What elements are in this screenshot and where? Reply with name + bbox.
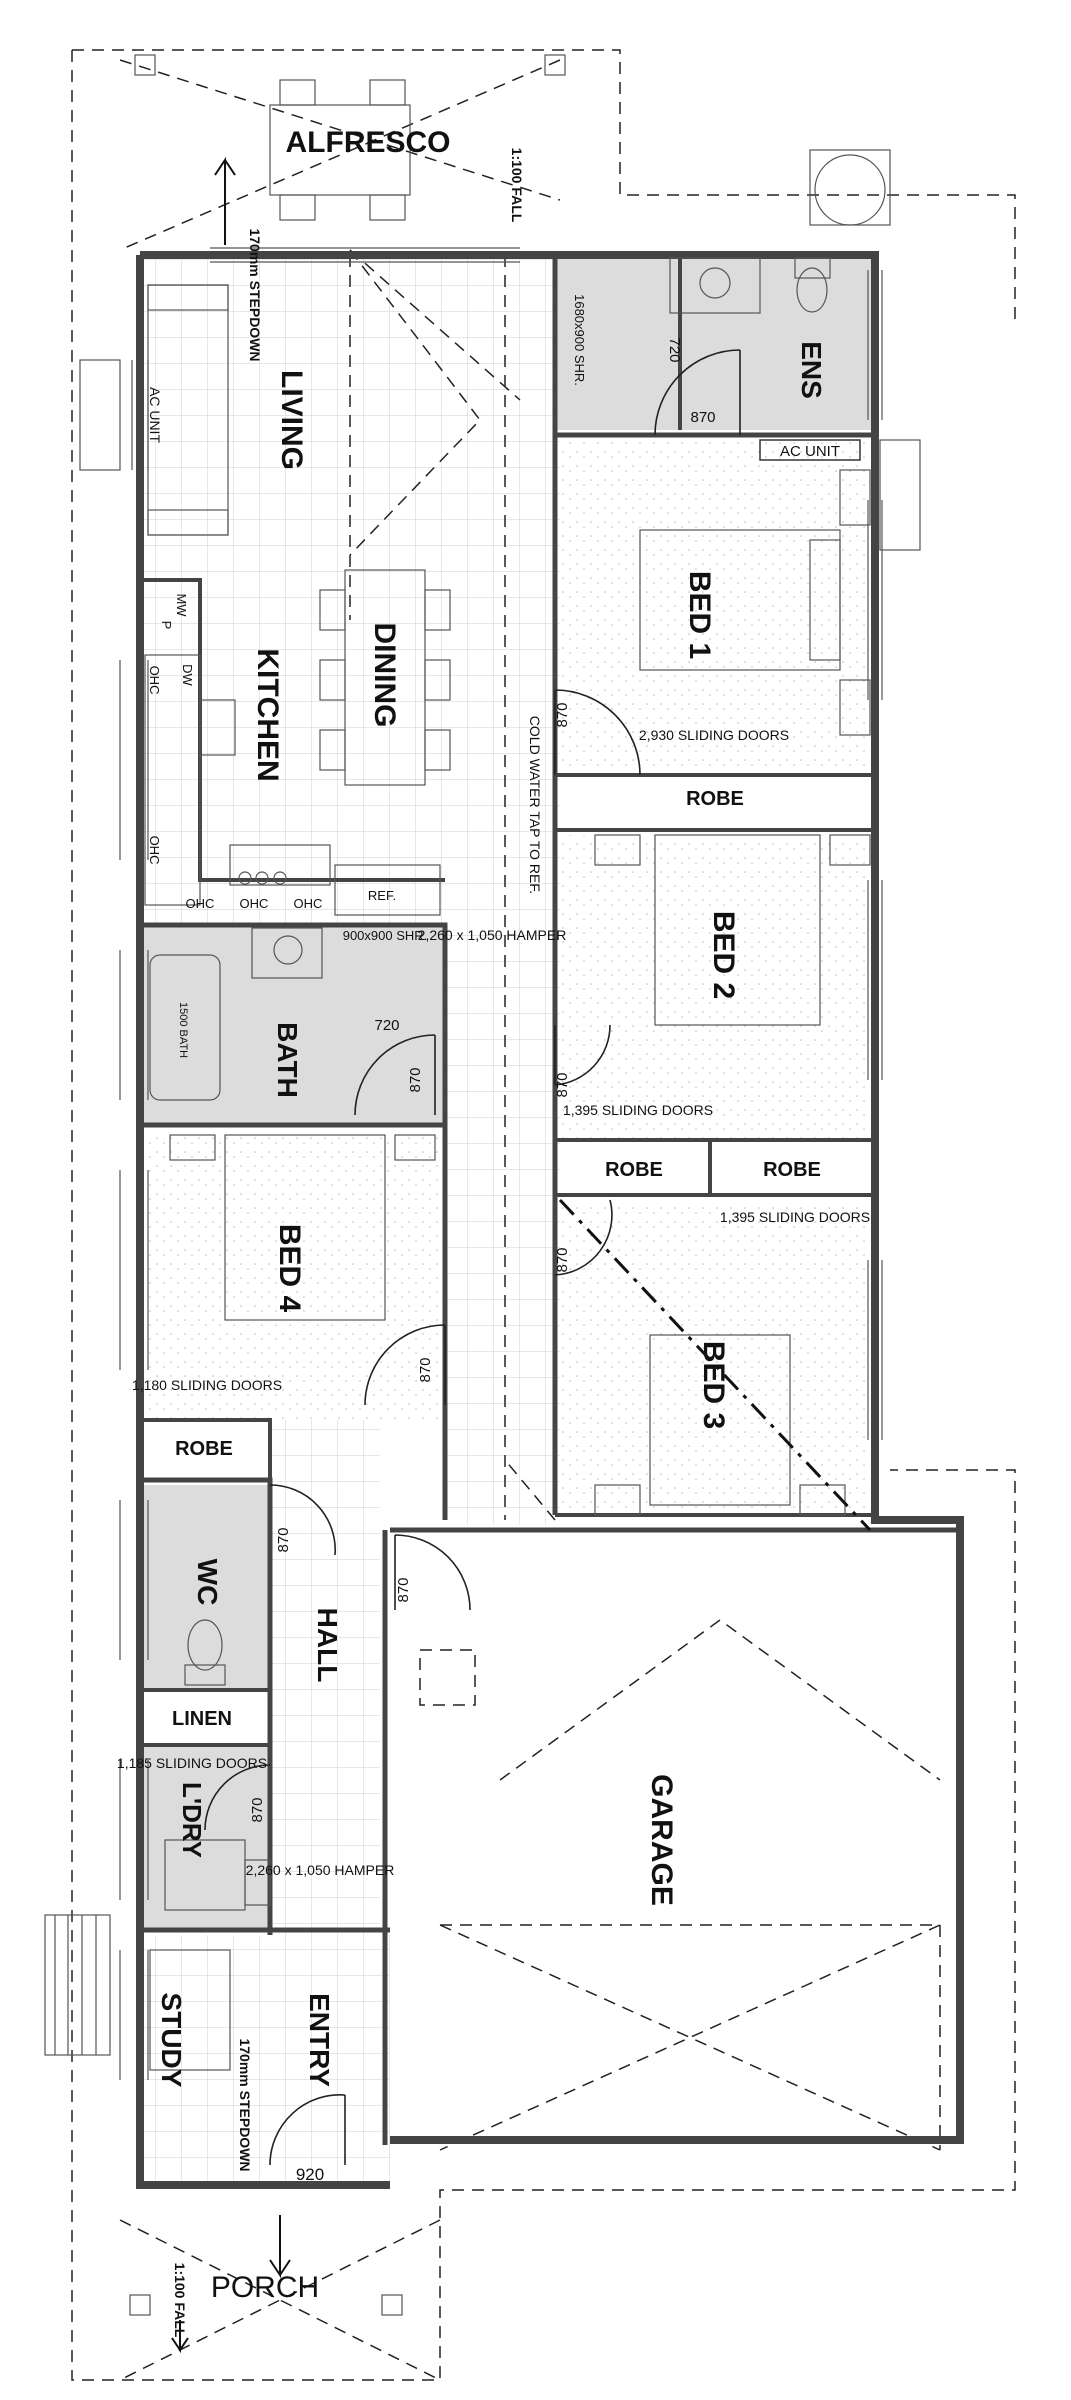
label-robe-bed2: ROBE	[605, 1159, 663, 1181]
dim-garage-door: 870	[395, 1577, 412, 1602]
dim-bed2-door: 870	[554, 1072, 571, 1097]
note-shr-bath: 900x900 SHR.	[343, 928, 428, 943]
windows	[44, 149, 921, 2080]
note-ref: REF.	[368, 888, 396, 903]
label-bath: BATH	[272, 1022, 303, 1098]
vanity	[251, 927, 323, 979]
label-living: LIVING	[275, 370, 308, 470]
label-hall: HALL	[312, 1608, 343, 1683]
wc-floor	[140, 1485, 270, 1690]
note-sliding-1185: 1,185 SLIDING DOORS	[117, 1755, 267, 1771]
note-ohc-5: OHC	[294, 896, 323, 911]
dim-bath-shower: 720	[374, 1017, 399, 1034]
entry-floor	[140, 1935, 390, 2185]
ens-toilet	[796, 267, 828, 313]
label-garage: GARAGE	[645, 1774, 678, 1906]
bathtub	[149, 954, 221, 1101]
fridge-space	[334, 864, 441, 916]
note-hamper-upper: 2,260 x 1,050 HAMPER	[418, 927, 567, 943]
note-bath-size: 1500 BATH	[177, 1002, 189, 1058]
note-ac-bed1: AC UNIT	[780, 443, 840, 460]
label-ldry: L'DRY	[177, 1782, 207, 1858]
ensuite-floor	[555, 255, 875, 430]
dim-bed3-door: 870	[554, 1247, 571, 1272]
bed2-floor	[560, 835, 870, 1140]
label-study: STUDY	[156, 1993, 187, 2088]
label-bed1: BED 1	[683, 571, 716, 659]
label-robe-bed3: ROBE	[763, 1159, 821, 1181]
bed3-floor	[560, 1200, 870, 1520]
note-ohc-1: OHC	[147, 666, 162, 695]
note-ohc-2: OHC	[147, 836, 162, 865]
label-entry: ENTRY	[304, 1993, 335, 2087]
doors	[204, 349, 741, 2166]
note-sliding-1180: 1,180 SLIDING DOORS	[132, 1377, 282, 1393]
furniture	[129, 54, 871, 2316]
bed4-floor	[140, 1130, 445, 1420]
bed1-floor	[560, 440, 870, 775]
label-bed3: BED 3	[697, 1341, 730, 1429]
wc-toilet	[187, 1619, 223, 1671]
laundry-floor	[140, 1745, 270, 1930]
label-wc: WC	[192, 1559, 223, 1606]
dim-bed4-door: 870	[417, 1357, 434, 1382]
note-ac-living: AC UNIT	[147, 387, 163, 443]
dim-bed1-door: 870	[554, 702, 571, 727]
label-ens: ENS	[796, 341, 827, 399]
dim-ens-shower: 720	[666, 337, 683, 362]
roof-outline	[71, 49, 1016, 2381]
dim-entry-door: 920	[296, 2165, 324, 2184]
dim-wc-door: 870	[275, 1527, 292, 1552]
note-mw: MW	[174, 593, 189, 617]
label-alfresco: ALFRESCO	[286, 126, 451, 159]
label-porch: PORCH	[211, 2271, 319, 2304]
label-robe-bed4: ROBE	[175, 1438, 233, 1460]
label-bed4: BED 4	[273, 1224, 306, 1313]
note-sliding-1395-bed3: 1,395 SLIDING DOORS	[720, 1209, 870, 1225]
ac-unit-box	[759, 439, 861, 461]
note-shr-ens: 1680x900 SHR.	[572, 294, 587, 386]
note-hamper-lower: 2,260 x 1,050 HAMPER	[246, 1862, 395, 1878]
note-ohc-3: OHC	[186, 896, 215, 911]
hall-floor-mid	[445, 925, 560, 1525]
label-kitchen: KITCHEN	[251, 648, 284, 781]
note-stepdown-front: 170mm STEPDOWN	[237, 2038, 253, 2171]
note-sliding-1395-bed2: 1,395 SLIDING DOORS	[563, 1102, 713, 1118]
note-p: P	[159, 621, 174, 630]
dim-ldry-door: 870	[249, 1797, 266, 1822]
label-robe-bed1: ROBE	[686, 788, 744, 810]
note-sliding-2930: 2,930 SLIDING DOORS	[639, 727, 789, 743]
note-fall-alfresco: 1:100 FALL	[509, 148, 525, 223]
bed4-bed	[224, 1134, 386, 1321]
walls	[136, 251, 964, 2189]
note-cold-water: COLD WATER TAP TO REF.	[527, 716, 543, 894]
label-bed2: BED 2	[707, 911, 740, 999]
bed3-bed	[649, 1334, 791, 1506]
note-dw: DW	[180, 664, 195, 686]
dim-ens-door: 870	[690, 409, 715, 426]
note-stepdown-rear: 170mm STEPDOWN	[247, 228, 263, 361]
label-linen: LINEN	[172, 1708, 232, 1730]
dim-bath-door: 870	[407, 1067, 424, 1092]
alfresco-table	[269, 104, 411, 196]
note-ohc-4: OHC	[240, 896, 269, 911]
bed2-bed	[654, 834, 821, 1026]
bed3-dash-line	[558, 1198, 872, 1532]
label-dining: DINING	[368, 623, 401, 728]
bath-floor	[140, 925, 445, 1125]
note-fall-porch: 1:100 FALL	[172, 2263, 188, 2338]
fall-arrows	[171, 156, 291, 2354]
